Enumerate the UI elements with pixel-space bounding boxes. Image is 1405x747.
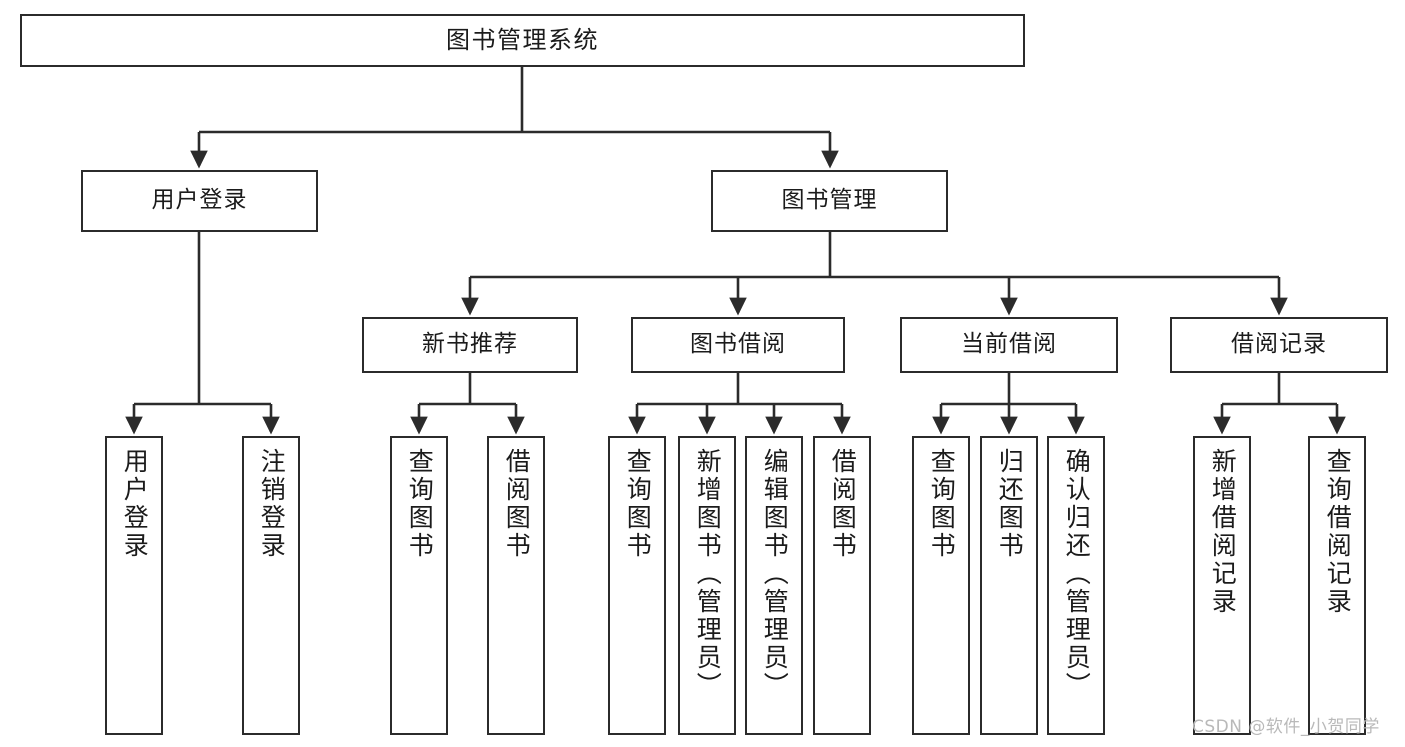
node-label: 图书借阅 [690, 331, 786, 358]
node-label: 当前借阅 [961, 331, 1057, 358]
leaf-recommend-query-book[interactable]: 查询图书 [390, 436, 448, 735]
node-root-book-management-system[interactable]: 图书管理系统 [20, 14, 1025, 67]
node-label: 查询图书 [405, 448, 435, 560]
leaf-borrow-add-book-admin[interactable]: 新增图书（管理员） [678, 436, 736, 735]
node-user-login[interactable]: 用户登录 [81, 170, 318, 232]
node-label: 查询图书 [623, 448, 653, 560]
node-book-borrow[interactable]: 图书借阅 [631, 317, 845, 373]
node-label: 用户登录 [151, 187, 248, 214]
node-new-book-recommend[interactable]: 新书推荐 [362, 317, 578, 373]
node-current-borrow[interactable]: 当前借阅 [900, 317, 1118, 373]
leaf-recommend-borrow-book[interactable]: 借阅图书 [487, 436, 545, 735]
node-book-management[interactable]: 图书管理 [711, 170, 948, 232]
leaf-current-query-book[interactable]: 查询图书 [912, 436, 970, 735]
node-label: 借阅图书 [502, 448, 532, 560]
node-label: 图书管理系统 [446, 26, 599, 55]
node-label: 借阅图书 [828, 448, 858, 560]
node-label: 编辑图书（管理员） [760, 448, 790, 700]
node-borrow-record[interactable]: 借阅记录 [1170, 317, 1388, 373]
leaf-record-query-borrow-record[interactable]: 查询借阅记录 [1308, 436, 1366, 735]
leaf-user-logout[interactable]: 注销登录 [242, 436, 300, 735]
node-label: 注销登录 [257, 448, 287, 560]
leaf-record-add-borrow-record[interactable]: 新增借阅记录 [1193, 436, 1251, 735]
node-label: 图书管理 [781, 187, 878, 214]
watermark: CSDN @软件_小贺同学 [1192, 717, 1380, 737]
node-label: 借阅记录 [1231, 331, 1327, 358]
leaf-borrow-edit-book-admin[interactable]: 编辑图书（管理员） [745, 436, 803, 735]
node-label: 确认归还（管理员） [1062, 448, 1092, 700]
leaf-current-return-book[interactable]: 归还图书 [980, 436, 1038, 735]
leaf-current-confirm-return-admin[interactable]: 确认归还（管理员） [1047, 436, 1105, 735]
node-label: 查询借阅记录 [1323, 448, 1353, 616]
node-label: 归还图书 [995, 448, 1025, 560]
leaf-borrow-borrow-book[interactable]: 借阅图书 [813, 436, 871, 735]
node-label: 用户登录 [120, 448, 150, 560]
node-label: 新增图书（管理员） [693, 448, 723, 700]
leaf-user-login[interactable]: 用户登录 [105, 436, 163, 735]
node-label: 新书推荐 [422, 331, 518, 358]
node-label: 查询图书 [927, 448, 957, 560]
node-label: 新增借阅记录 [1208, 448, 1238, 616]
leaf-borrow-query-book[interactable]: 查询图书 [608, 436, 666, 735]
